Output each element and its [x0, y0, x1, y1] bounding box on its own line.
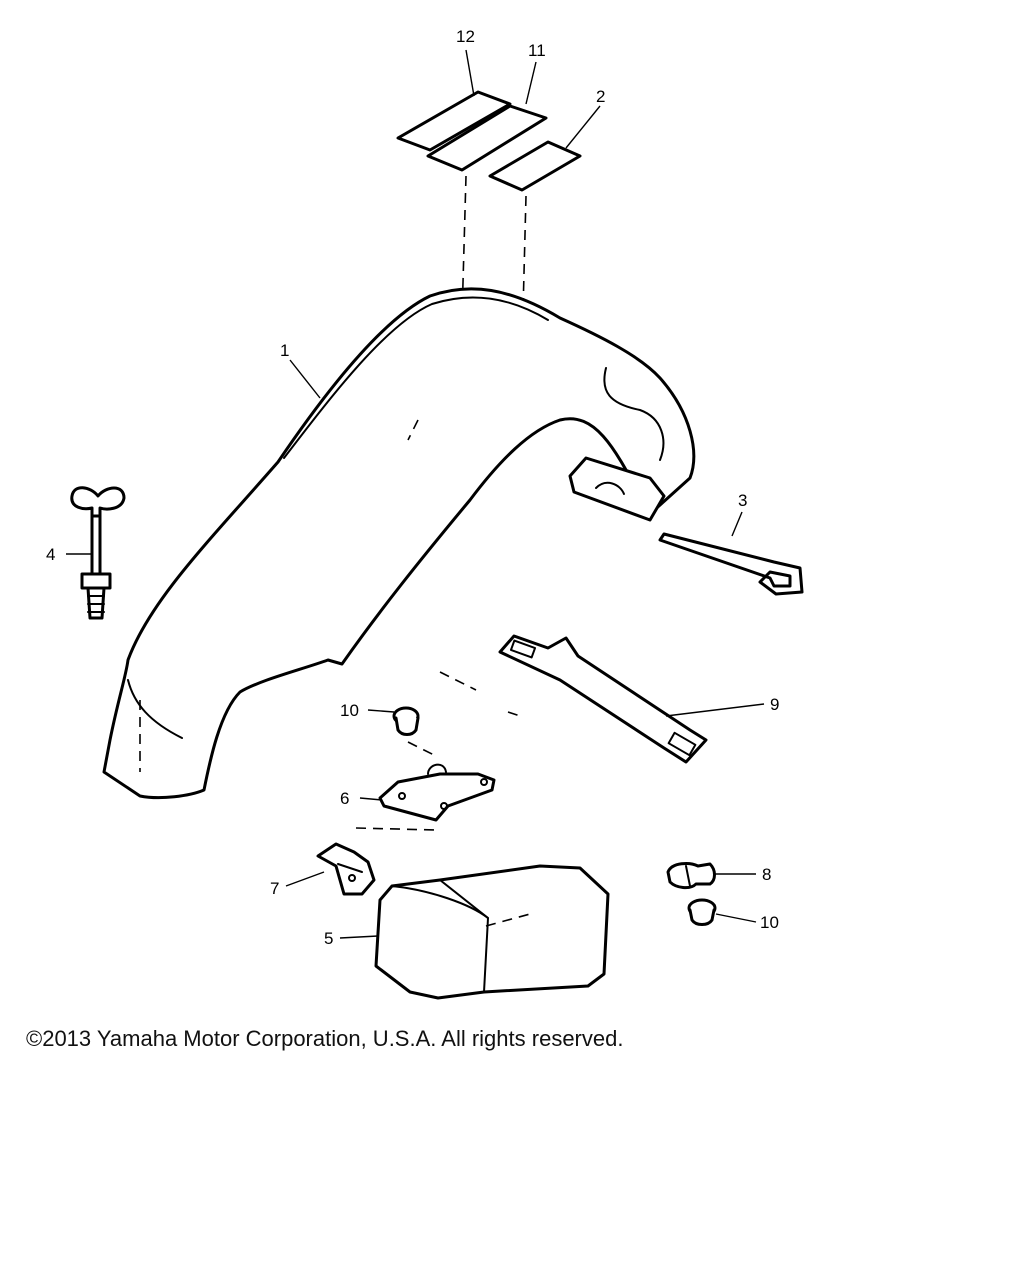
hook-rod [658, 532, 804, 596]
wing-bolt [70, 486, 126, 620]
callout-5: 5 [324, 929, 333, 948]
small-bracket [316, 842, 376, 896]
mount-plate [378, 763, 496, 822]
leader-1 [289, 359, 321, 399]
leader-2 [565, 105, 601, 149]
leader-10a [367, 709, 395, 713]
callout-2: 2 [596, 87, 605, 106]
callout-1: 1 [280, 341, 289, 360]
parts-diagram: 12 11 2 1 3 4 9 10 6 7 8 10 5 [46, 27, 804, 1000]
grommet-install-dash [407, 741, 437, 757]
decal-2 [488, 140, 582, 192]
callout-8: 8 [762, 865, 771, 884]
grommet-upper [392, 706, 420, 736]
copyright-notice: ©2013 Yamaha Motor Corporation, U.S.A. A… [26, 1026, 624, 1051]
rear-fender [102, 287, 696, 800]
decal-12 [396, 90, 512, 152]
strap [498, 634, 708, 764]
leader-7 [285, 871, 325, 887]
leader-10b [715, 913, 757, 923]
fender-inner-dash [407, 419, 419, 441]
leader-5 [339, 935, 379, 939]
strap-install-dash-2 [507, 711, 521, 717]
leader-6 [359, 797, 383, 801]
decal-11 [426, 104, 548, 172]
cover-face-dash [485, 913, 531, 927]
callout-7: 7 [270, 879, 279, 898]
callout-6: 6 [340, 789, 349, 808]
callout-10-upper: 10 [340, 701, 359, 720]
leader-11 [525, 61, 537, 105]
callout-10-lower: 10 [760, 913, 779, 932]
leader-3 [731, 511, 743, 537]
callout-11: 11 [528, 41, 546, 60]
callout-3: 3 [738, 491, 747, 510]
callout-12: 12 [456, 27, 475, 46]
decal-install-line-left [461, 175, 467, 319]
callout-4: 4 [46, 545, 55, 564]
battery-cover [374, 864, 610, 1000]
strap-install-dash-1 [439, 671, 477, 691]
leader-12 [465, 49, 475, 97]
clip [666, 862, 716, 890]
grommet-lower [687, 898, 717, 926]
plate-install-dash [355, 827, 437, 831]
callout-9: 9 [770, 695, 779, 714]
leader-9 [665, 703, 765, 717]
